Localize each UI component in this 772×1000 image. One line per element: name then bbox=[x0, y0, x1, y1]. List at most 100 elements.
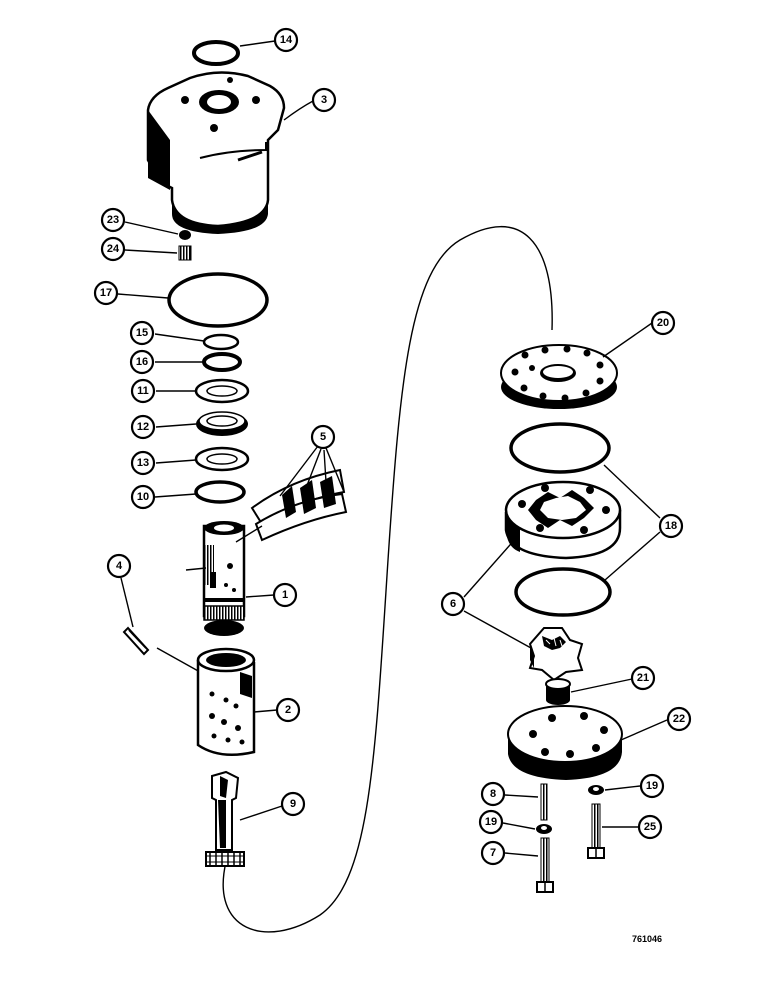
callout-10: 10 bbox=[130, 484, 156, 510]
svg-text:9: 9 bbox=[290, 798, 296, 810]
svg-text:11: 11 bbox=[137, 385, 149, 397]
part-9-drive bbox=[205, 770, 245, 867]
leader-23 bbox=[124, 221, 179, 235]
leader-12 bbox=[155, 423, 197, 428]
part-18-o-ring-upper bbox=[509, 422, 611, 474]
part-4-pin bbox=[122, 626, 150, 656]
part-19-washer-right bbox=[588, 785, 604, 795]
leader-8 bbox=[504, 794, 539, 798]
svg-text:25: 25 bbox=[644, 821, 656, 833]
leader-6b bbox=[463, 610, 532, 649]
svg-text:13: 13 bbox=[137, 457, 149, 469]
svg-text:21: 21 bbox=[637, 672, 649, 684]
part-5-centering-springs bbox=[250, 468, 348, 542]
drawing-number: 761046 bbox=[631, 934, 662, 944]
callout-13: 13 bbox=[130, 450, 156, 476]
part-15-ring bbox=[202, 333, 240, 351]
part-6-gerotor-star bbox=[528, 627, 584, 682]
svg-text:14: 14 bbox=[280, 34, 293, 46]
callout-6: 6 bbox=[440, 591, 466, 617]
svg-text:12: 12 bbox=[137, 421, 149, 433]
callout-7: 7 bbox=[480, 840, 506, 866]
callout-19-left: 19 bbox=[478, 809, 504, 835]
callout-12: 12 bbox=[130, 414, 156, 440]
svg-text:18: 18 bbox=[665, 520, 677, 532]
part-17-o-ring bbox=[167, 272, 269, 328]
svg-text:5: 5 bbox=[320, 431, 326, 443]
leader-5a bbox=[279, 445, 319, 497]
callout-20: 20 bbox=[650, 310, 676, 336]
svg-text:2: 2 bbox=[285, 704, 291, 716]
leader-13 bbox=[155, 459, 197, 464]
leader-7 bbox=[504, 852, 539, 857]
leader-1 bbox=[245, 594, 275, 598]
svg-text:22: 22 bbox=[673, 713, 685, 725]
leader-14 bbox=[239, 40, 276, 47]
part-2-sleeve bbox=[196, 647, 256, 757]
svg-text:10: 10 bbox=[137, 491, 149, 503]
callout-19-right: 19 bbox=[639, 773, 665, 799]
leader-18b bbox=[604, 531, 661, 581]
part-21-spacer bbox=[545, 678, 571, 705]
leader-21 bbox=[570, 678, 633, 693]
part-13-washer bbox=[194, 446, 250, 472]
callout-9: 9 bbox=[280, 791, 306, 817]
leader-20 bbox=[602, 322, 653, 358]
part-4-leader bbox=[156, 647, 201, 673]
svg-text:17: 17 bbox=[100, 287, 112, 299]
svg-text:20: 20 bbox=[657, 317, 669, 329]
callout-15: 15 bbox=[129, 320, 155, 346]
svg-text:1: 1 bbox=[282, 589, 288, 601]
svg-text:8: 8 bbox=[490, 788, 496, 800]
callout-24: 24 bbox=[100, 236, 126, 262]
part-20-plate bbox=[500, 344, 618, 409]
callout-22: 22 bbox=[666, 706, 692, 732]
callout-5: 5 bbox=[310, 424, 336, 450]
svg-text:6: 6 bbox=[450, 598, 456, 610]
part-12-bearing bbox=[196, 411, 248, 436]
part-3-housing bbox=[146, 71, 286, 234]
part-1-spool bbox=[202, 521, 246, 636]
callout-16: 16 bbox=[129, 349, 155, 375]
leader-17 bbox=[117, 293, 169, 299]
leader-4 bbox=[120, 577, 134, 628]
callout-25: 25 bbox=[637, 814, 663, 840]
leader-5-to-spool bbox=[185, 525, 263, 571]
callout-23: 23 bbox=[100, 207, 126, 233]
leader-10 bbox=[154, 493, 197, 498]
leader-3 bbox=[283, 100, 314, 121]
svg-text:4: 4 bbox=[116, 560, 123, 572]
svg-text:19: 19 bbox=[646, 780, 658, 792]
leader-19a bbox=[502, 822, 536, 830]
callout-2: 2 bbox=[275, 697, 301, 723]
leader-6a bbox=[463, 536, 518, 598]
part-18-o-ring-lower bbox=[514, 567, 612, 617]
assembly-connector-line bbox=[222, 225, 553, 933]
leader-15 bbox=[154, 333, 205, 342]
svg-text:7: 7 bbox=[490, 847, 496, 859]
leader-5b bbox=[305, 448, 322, 489]
part-23-ball bbox=[179, 230, 191, 240]
callout-18: 18 bbox=[658, 513, 684, 539]
callout-21: 21 bbox=[630, 665, 656, 691]
callout-3: 3 bbox=[311, 87, 337, 113]
callout-11: 11 bbox=[130, 378, 156, 404]
part-10-ring bbox=[194, 480, 246, 504]
part-14-ring bbox=[192, 40, 240, 66]
part-22-end-cap bbox=[507, 705, 623, 780]
part-11-washer bbox=[194, 378, 250, 404]
callout-1: 1 bbox=[272, 582, 298, 608]
svg-text:19: 19 bbox=[485, 816, 497, 828]
svg-text:24: 24 bbox=[107, 243, 120, 255]
leader-19b bbox=[604, 785, 641, 791]
leader-9 bbox=[239, 805, 283, 821]
leader-5c bbox=[323, 449, 327, 483]
callout-14: 14 bbox=[273, 27, 299, 53]
part-24-spring bbox=[178, 245, 192, 261]
part-6-gerotor-ring bbox=[504, 480, 622, 560]
leader-18a bbox=[603, 464, 661, 519]
part-19-washer-left bbox=[536, 824, 552, 834]
leader-24 bbox=[124, 249, 178, 254]
leader-5d bbox=[325, 447, 345, 493]
